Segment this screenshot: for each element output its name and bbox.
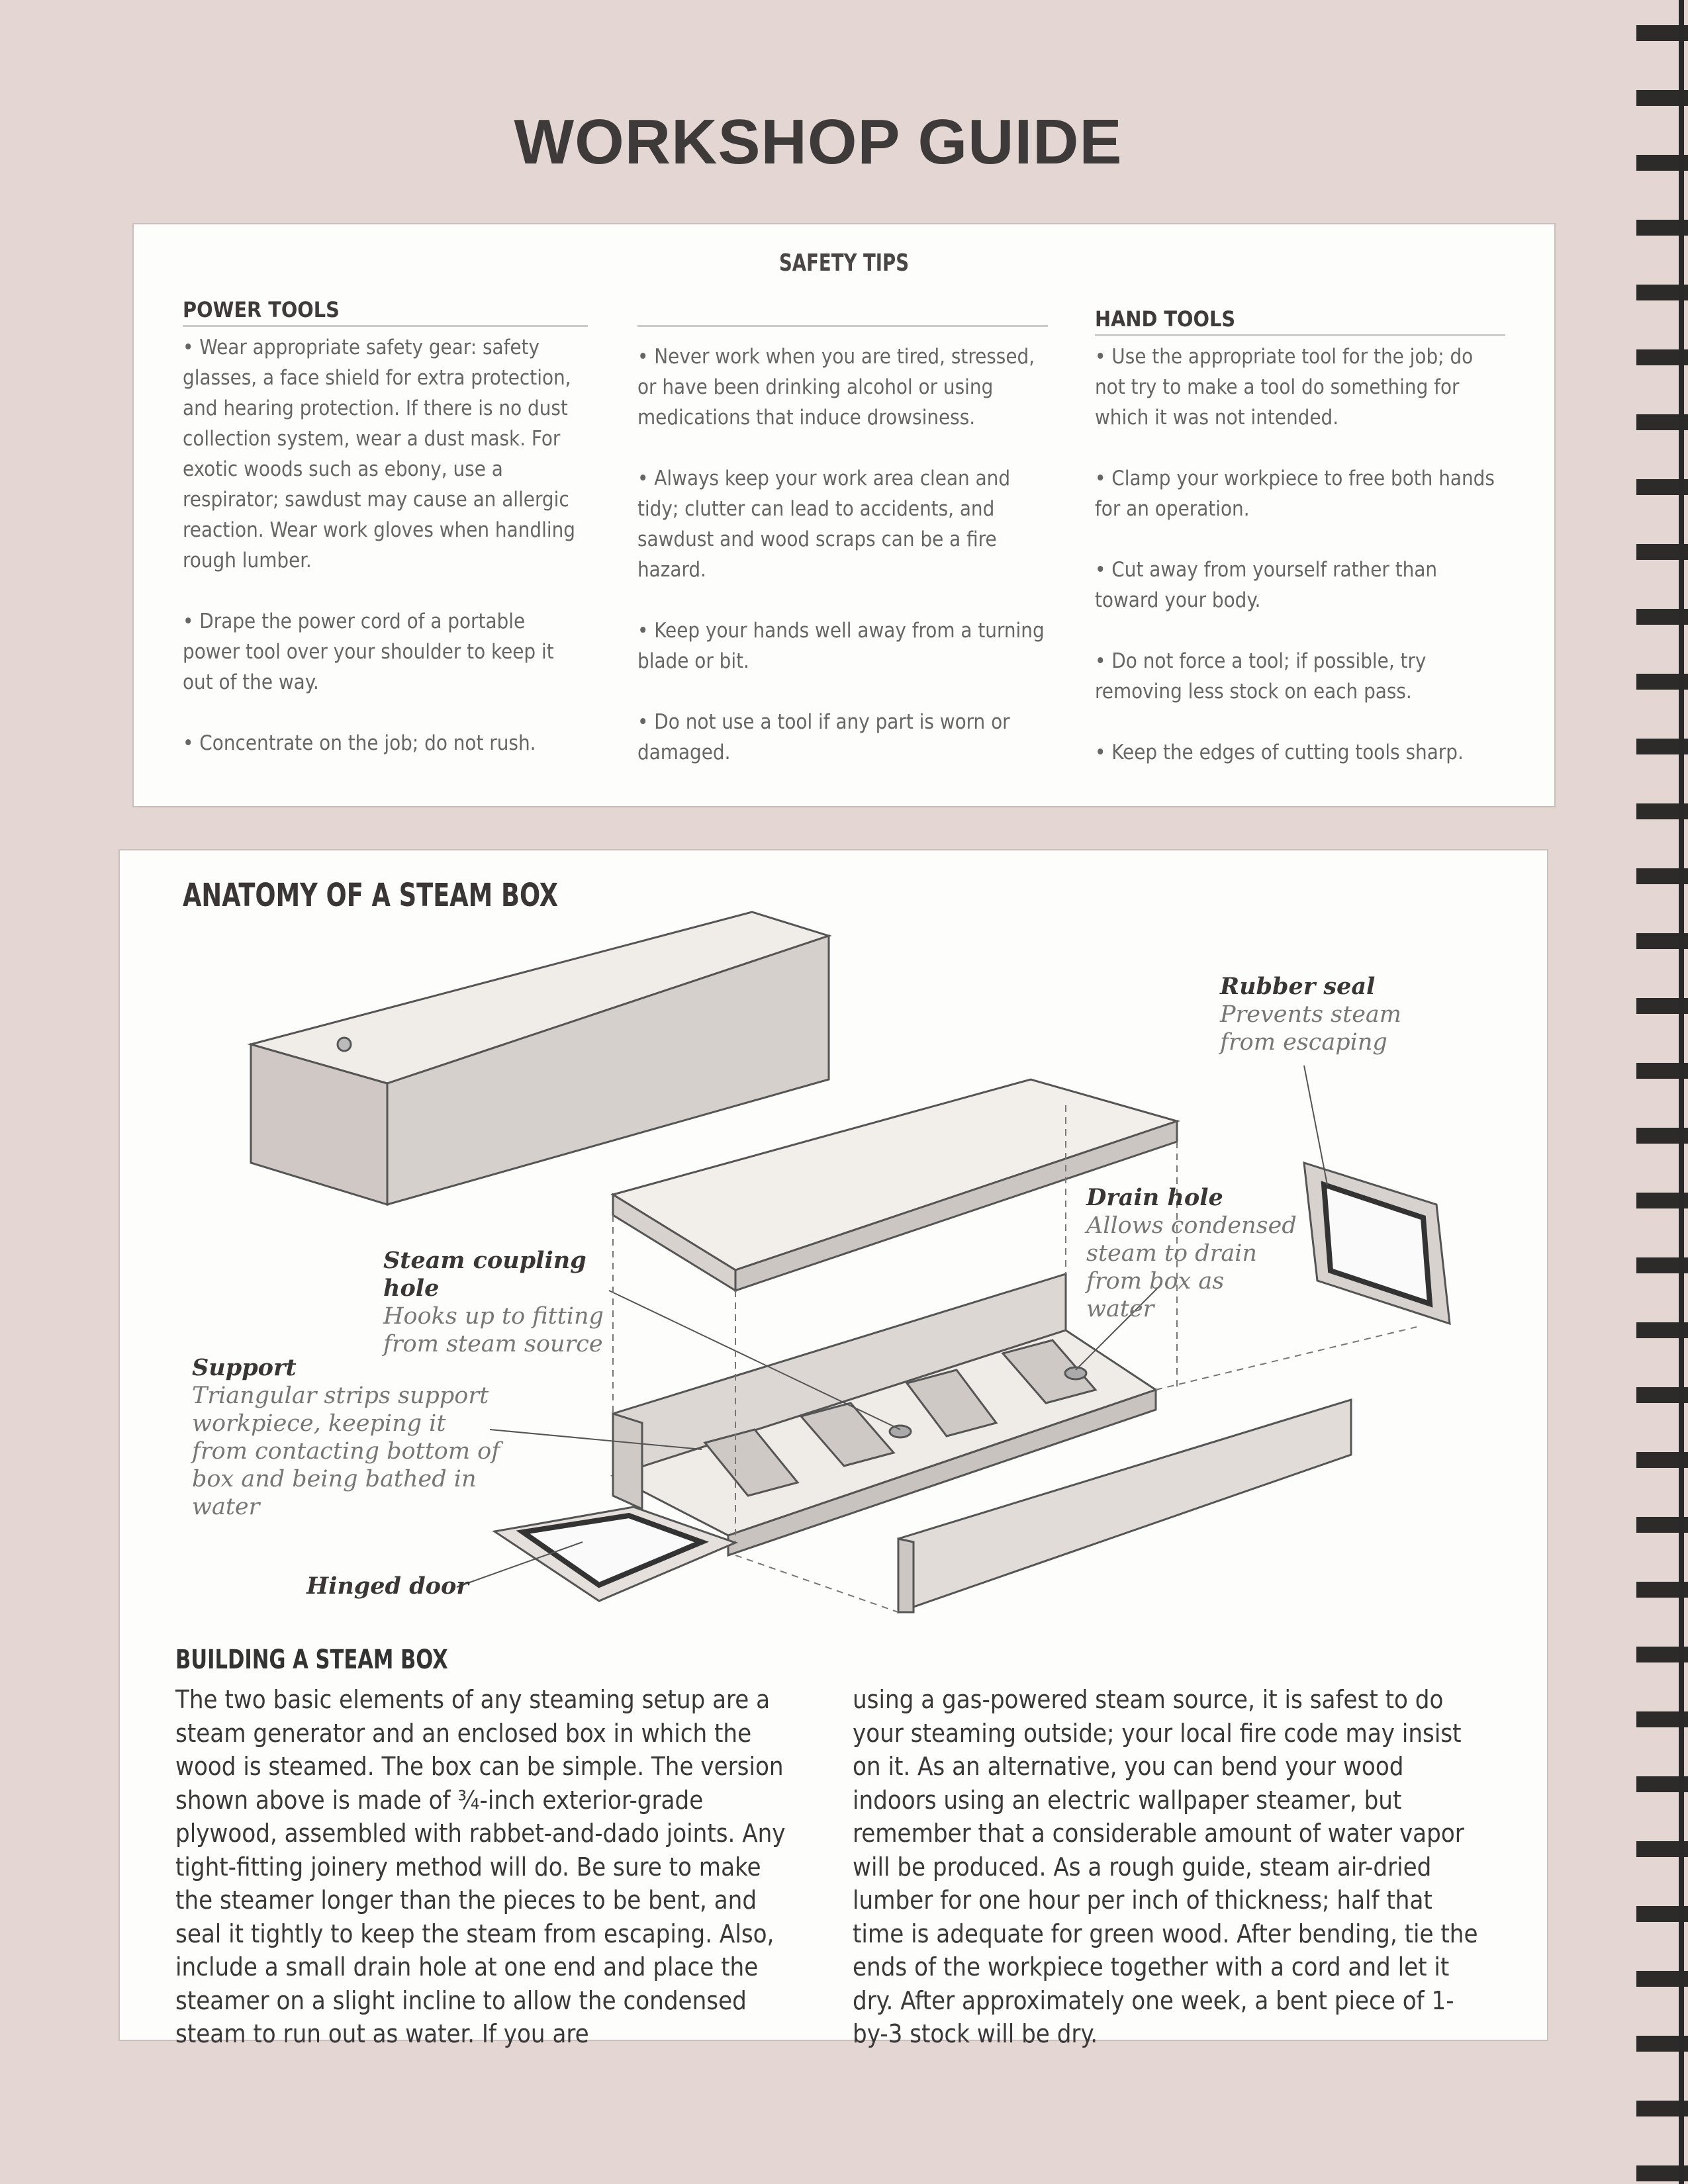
label-title: Hinged door [306,1572,469,1600]
label-desc: Triangular strips support workpiece, kee… [192,1383,500,1520]
label-desc: Allows condensed steam to drain from box… [1086,1212,1297,1322]
page-title: WORKSHOP GUIDE [514,107,1123,177]
assembly-lines [612,1105,1417,1613]
anatomy-heading: ANATOMY OF A STEAM BOX [183,877,559,914]
label-desc: Hooks up to fitting from steam source [383,1303,604,1357]
tip: • Do not use a tool if any part is worn … [637,710,1010,764]
tip: • Cut away from yourself rather than tow… [1095,558,1438,612]
tip: • Concentrate on the job; do not rush. [183,731,536,755]
tip: • Keep the edges of cutting tools sharp. [1095,741,1464,764]
label-title: Drain hole [1086,1184,1223,1211]
label-drain-hole: Drain hole Allows condensed steam to dra… [1086,1184,1298,1323]
drain-hole-icon [1064,1366,1088,1381]
safety-tips-panel: SAFETY TIPS POWER TOOLS • Wear appropria… [132,223,1556,807]
tip: • Always keep your work area clean and t… [637,467,1011,582]
label-support: Support Triangular strips support workpi… [192,1354,503,1521]
spiral-binding-edge [1679,0,1684,2184]
column-heading: POWER TOOLS [183,295,588,327]
general-tips-column: • Never work when you are tired, stresse… [637,309,1048,798]
label-hinged-door: Hinged door [306,1572,469,1600]
hand-tools-column: HAND TOOLS • Use the appropriate tool fo… [1095,304,1505,798]
building-text-col2: using a gas-powered steam source, it is … [853,1685,1478,2048]
tip: • Drape the power cord of a portable pow… [183,610,554,694]
box-cover-end [250,1043,389,1206]
tip: • Clamp your workpiece to free both hand… [1095,467,1495,521]
steam-coupling-hole-icon [336,1036,352,1052]
label-steam-coupling-hole: Steam coupling hole Hooks up to fitting … [383,1247,635,1358]
power-tools-column: POWER TOOLS • Wear appropriate safety ge… [183,295,588,789]
tip: • Wear appropriate safety gear: safety g… [183,336,575,572]
column-divider [637,309,1048,327]
tip: • Do not force a tool; if possible, try … [1095,649,1427,704]
label-title: Steam coupling hole [383,1247,586,1302]
label-rubber-seal: Rubber seal Prevents steam from escaping [1220,973,1432,1056]
label-title: Support [192,1354,297,1381]
column-heading: HAND TOOLS [1095,304,1505,336]
building-text-col1: The two basic elements of any steaming s… [175,1685,786,2048]
label-desc: Prevents steam from escaping [1220,1001,1401,1056]
support-strips [703,1339,1098,1497]
safety-tips-heading: SAFETY TIPS [778,250,910,277]
leader-lines [456,1065,1328,1588]
tip: • Keep your hands well away from a turni… [637,619,1045,673]
tip: • Never work when you are tired, stresse… [637,345,1035,430]
tip: • Use the appropriate tool for the job; … [1095,345,1474,430]
label-title: Rubber seal [1220,973,1376,1000]
building-heading: BUILDING A STEAM BOX [175,1645,448,1675]
